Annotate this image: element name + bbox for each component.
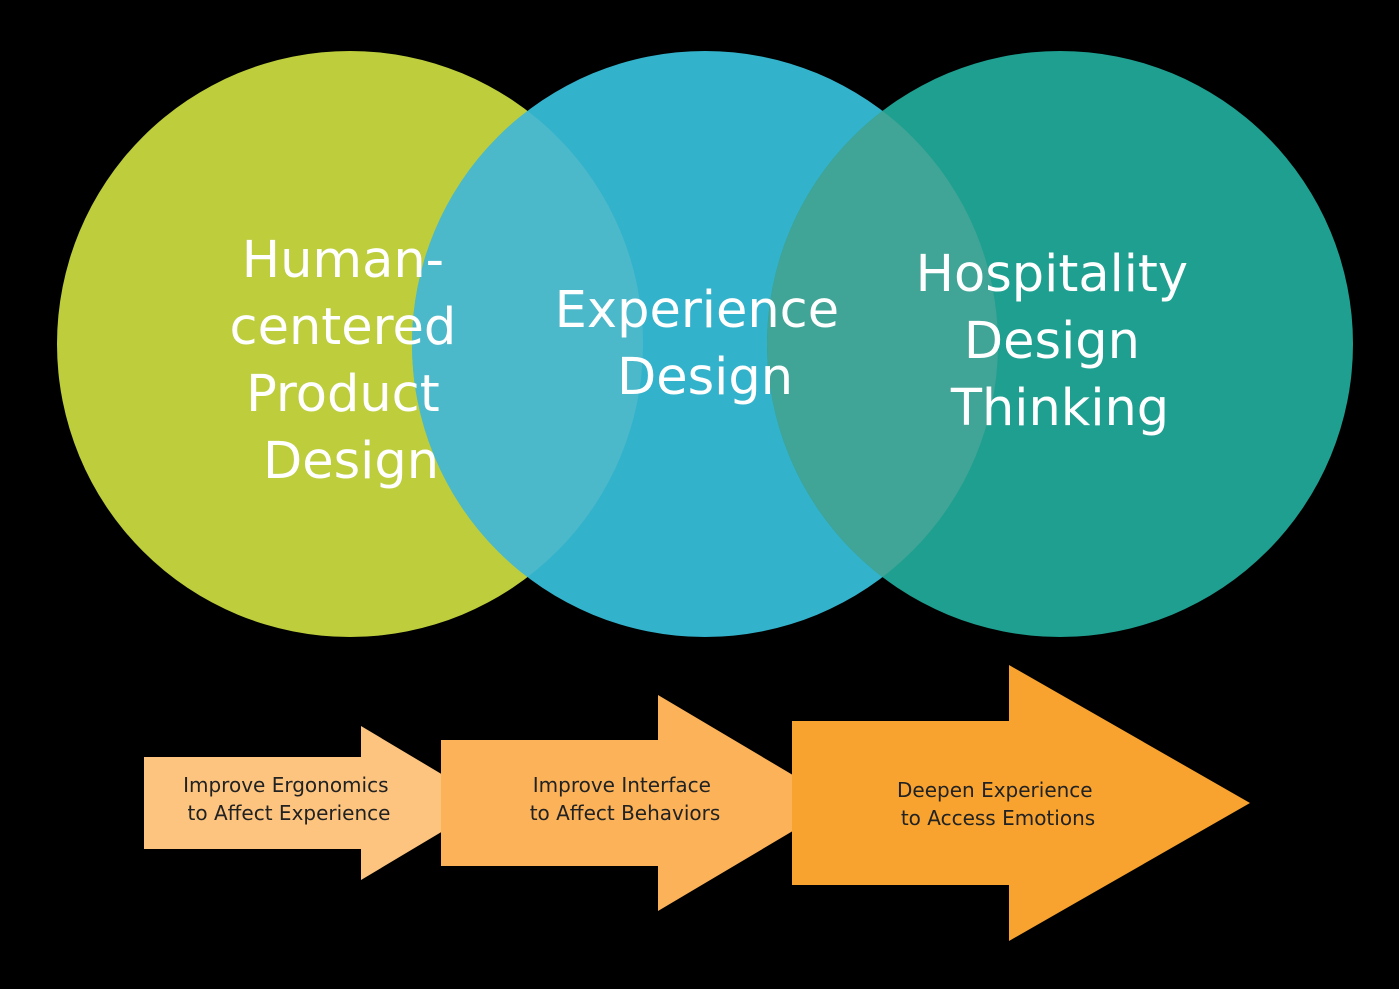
arrow-emotions (792, 665, 1250, 941)
hospitality-label: Hospitality Design Thinking (916, 245, 1205, 438)
arrow-ergonomics (144, 726, 490, 880)
experience-label: Experience Design (555, 281, 856, 407)
overlap-middle-right (767, 51, 998, 637)
arrow-emotions-label: Deepen Experience to Access Emotions (897, 778, 1099, 830)
human-centered-label: Human- centered Product Design (230, 231, 473, 491)
arrow-interface (441, 695, 840, 911)
arrow-interface-label: Improve Interface to Affect Behaviors (530, 773, 721, 825)
overlap-left-middle (412, 51, 643, 637)
arrow-ergonomics-label: Improve Ergonomics to Affect Experience (183, 773, 395, 825)
